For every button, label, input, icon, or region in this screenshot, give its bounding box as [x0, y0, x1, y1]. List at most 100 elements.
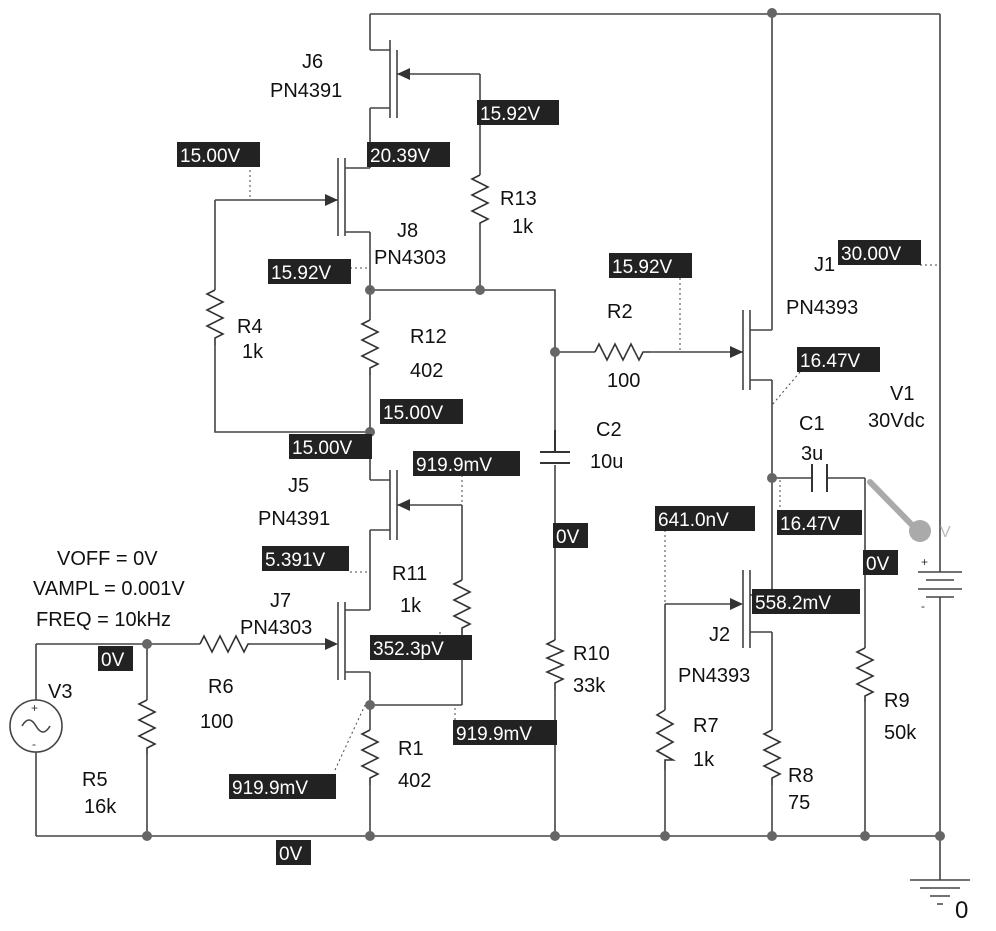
r5-ref: R5: [82, 769, 108, 791]
svg-text:15.00V: 15.00V: [292, 438, 353, 459]
r10-symbol: [545, 639, 565, 690]
r8-symbol: [762, 729, 782, 785]
probe-leaders: [249, 74, 940, 771]
svg-text:30.00V: 30.00V: [841, 244, 902, 265]
r10-value: 33k: [573, 675, 606, 697]
probe-input-node[interactable]: 0V: [98, 646, 133, 671]
r6-ref: R6: [208, 676, 234, 698]
voltage-readouts[interactable]: 15.92V 20.39V 15.00V 15.92V 15.00V 15.00…: [98, 100, 921, 865]
probe-j8-source[interactable]: 15.92V: [268, 259, 351, 284]
probe-r12-bottom[interactable]: 15.00V: [380, 399, 463, 424]
r13-symbol: [470, 174, 490, 225]
r13-ref: R13: [500, 188, 537, 210]
gate-arrows: [325, 68, 743, 650]
svg-text:15.00V: 15.00V: [383, 403, 444, 424]
r4-ref: R4: [237, 316, 263, 338]
r11-value: 1k: [400, 595, 422, 617]
probe-j5-drain[interactable]: 15.00V: [289, 434, 372, 459]
r5-value: 16k: [84, 796, 117, 818]
probe-c1-right[interactable]: 0V: [863, 550, 898, 575]
component-labels: J6 PN4391 J8 PN4303 R13 1k R4 1k R12 402…: [33, 51, 925, 818]
r8-ref: R8: [788, 765, 814, 787]
r9-value: 50k: [884, 722, 917, 744]
probe-letter: V: [940, 524, 951, 541]
probe-ground-node[interactable]: 0V: [276, 840, 311, 865]
svg-text:0V: 0V: [101, 650, 125, 671]
v3-ref: V3: [48, 681, 72, 703]
svg-text:-: -: [32, 737, 36, 751]
svg-text:+: +: [31, 701, 38, 715]
svg-text:20.39V: 20.39V: [370, 146, 431, 167]
j6-ref: J6: [302, 51, 323, 73]
probe-supply[interactable]: 30.00V: [838, 240, 921, 265]
c1-ref: C1: [799, 413, 825, 435]
probe-j1-gate[interactable]: 15.92V: [609, 253, 692, 278]
r12-ref: R12: [410, 326, 447, 348]
capacitors: [540, 430, 828, 492]
v1-value: 30Vdc: [868, 410, 925, 432]
svg-text:558.2mV: 558.2mV: [755, 593, 831, 614]
voltage-probe-marker[interactable]: V: [867, 479, 951, 542]
v3-source-symbol: + -: [9, 699, 63, 753]
r4-value: 1k: [242, 341, 264, 363]
svg-text:5.391V: 5.391V: [265, 550, 326, 571]
r8-value: 75: [788, 792, 810, 814]
probe-r1-top[interactable]: 919.9mV: [229, 774, 336, 799]
svg-text:352.3pV: 352.3pV: [373, 639, 444, 660]
j8-model: PN4303: [374, 247, 446, 269]
probe-j6-drain[interactable]: 20.39V: [367, 142, 450, 167]
r7-symbol: [655, 709, 677, 770]
j1-ref: J1: [814, 254, 835, 276]
r1-ref: R1: [398, 738, 424, 760]
probe-j6-source[interactable]: 15.92V: [477, 100, 559, 125]
svg-text:15.92V: 15.92V: [271, 263, 332, 284]
svg-text:641.0nV: 641.0nV: [658, 510, 729, 531]
svg-text:0V: 0V: [556, 527, 580, 548]
probe-j7-gate[interactable]: 352.3pV: [370, 635, 472, 660]
r6-symbol: [199, 634, 250, 654]
probe-c1-left[interactable]: 16.47V: [777, 510, 862, 535]
r2-ref: R2: [607, 301, 633, 323]
r13-value: 1k: [512, 216, 534, 238]
probe-j2-gate[interactable]: 641.0nV: [655, 506, 755, 531]
c2-symbol: [540, 430, 570, 464]
j8-ref: J8: [397, 220, 418, 242]
r1-symbol: [360, 729, 380, 785]
j6-model: PN4391: [270, 80, 342, 102]
c2-ref: C2: [596, 419, 622, 441]
probe-r11-bottom[interactable]: 919.9mV: [453, 720, 557, 745]
j2-model: PN4393: [678, 665, 750, 687]
r6-value: 100: [200, 711, 233, 733]
wires: [35, 13, 941, 880]
r7-ref: R7: [693, 715, 719, 737]
r1-value: 402: [398, 770, 431, 792]
r11-ref: R11: [392, 563, 427, 585]
svg-text:15.00V: 15.00V: [180, 146, 241, 167]
v1-battery-symbol: + -: [918, 555, 962, 613]
probe-j8-gate[interactable]: 15.00V: [177, 142, 260, 167]
j5-model: PN4391: [258, 508, 330, 530]
r4-symbol: [205, 289, 225, 345]
svg-text:919.9mV: 919.9mV: [416, 455, 492, 476]
r11-symbol: [452, 579, 472, 635]
freq-param: FREQ = 10kHz: [36, 609, 171, 631]
svg-text:15.92V: 15.92V: [612, 257, 673, 278]
c2-value: 10u: [590, 451, 623, 473]
probe-j2-source[interactable]: 558.2mV: [752, 589, 860, 614]
resistors: [137, 174, 875, 785]
probe-j5-gate[interactable]: 919.9mV: [413, 451, 520, 476]
j1-model: PN4393: [786, 297, 858, 319]
probe-j7-drain[interactable]: 5.391V: [262, 546, 349, 571]
svg-text:+: +: [921, 555, 928, 569]
svg-text:0V: 0V: [279, 844, 303, 865]
svg-text:919.9mV: 919.9mV: [456, 724, 532, 745]
svg-text:16.47V: 16.47V: [780, 514, 841, 535]
probe-c2-right[interactable]: 0V: [553, 523, 588, 548]
c1-value: 3u: [801, 443, 823, 465]
v1-ref: V1: [890, 383, 914, 405]
j5-ref: J5: [288, 475, 309, 497]
voff-param: VOFF = 0V: [57, 548, 158, 570]
probe-j1-source[interactable]: 16.47V: [797, 347, 880, 372]
r2-value: 100: [607, 370, 640, 392]
